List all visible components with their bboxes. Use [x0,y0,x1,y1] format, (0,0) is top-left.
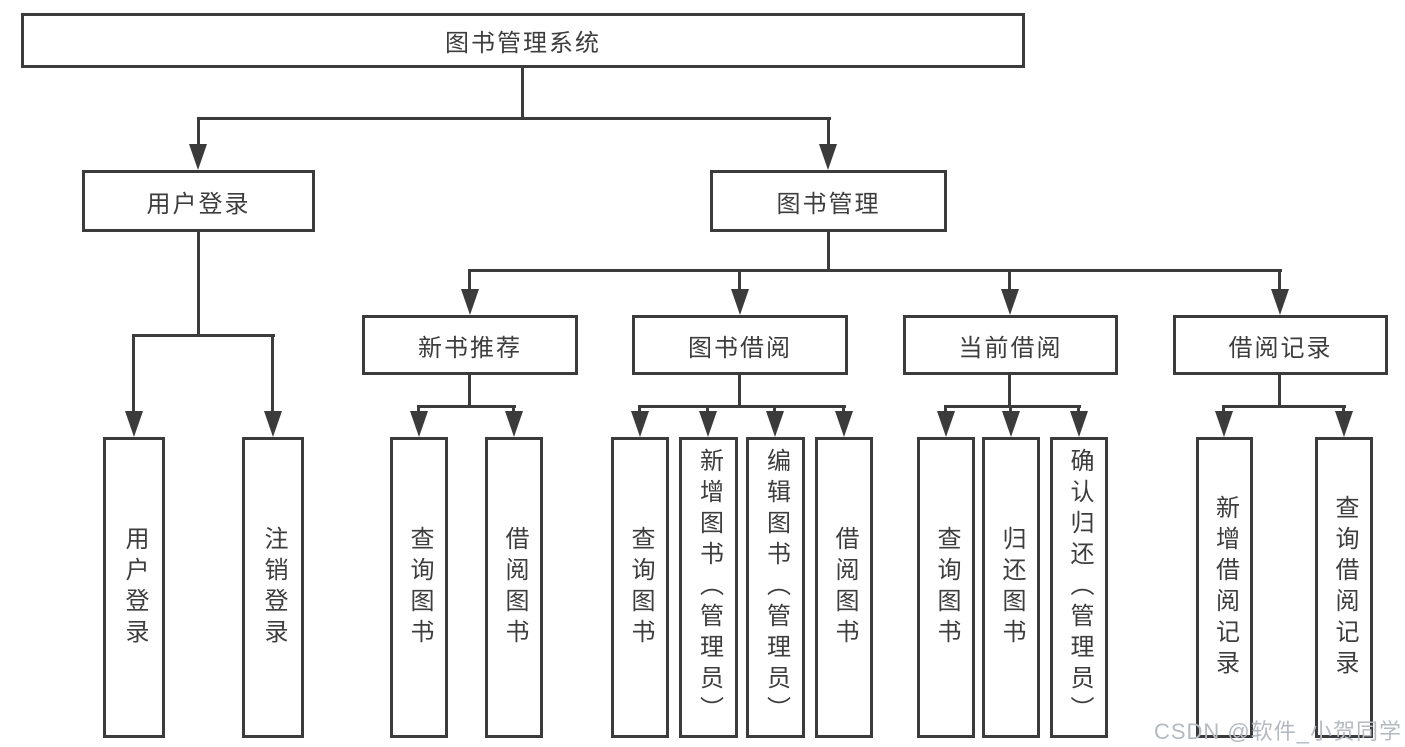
connector-line [417,405,516,408]
arrow-down-icon [125,411,143,437]
leaf-bw-query-books: 查询图书 [611,437,669,738]
leaf-bw-borrow-books: 借阅图书 [815,437,873,738]
node-user-login: 用户登录 [82,170,315,232]
arrow-down-icon [189,144,207,170]
leaf-rec-query-record: 查询借阅记录 [1315,437,1373,738]
leaf-user-login: 用户登录 [103,437,165,738]
connector-line [638,407,641,413]
connector-line [738,271,741,291]
connector-line [1077,407,1080,413]
connector-line [638,405,846,408]
arrow-down-icon [819,144,837,170]
arrow-down-icon [766,411,784,437]
connector-line [1008,271,1011,291]
node-system-root: 图书管理系统 [21,13,1025,68]
arrow-down-icon [410,411,428,437]
arrow-down-icon [937,411,955,437]
leaf-rec-add-record: 新增借阅记录 [1196,437,1253,738]
arrow-down-icon [461,289,479,315]
connector-line [738,375,741,408]
csdn-watermark: CSDN @软件_小贺同学 [1153,719,1402,744]
leaf-cur-return-books: 归还图书 [982,437,1040,738]
connector-line [197,232,200,336]
connector-line [1342,407,1345,413]
connector-line [842,407,845,413]
arrow-down-icon [1001,289,1019,315]
connector-line [1008,375,1011,408]
arrow-down-icon [1271,289,1289,315]
arrow-down-icon [505,411,523,437]
leaf-logout: 注销登录 [242,437,304,738]
connector-line [132,334,275,337]
connector-line [1009,407,1012,413]
connector-line [512,407,515,413]
connector-line [468,375,471,408]
connector-line [827,232,830,272]
arrow-down-icon [1335,411,1353,437]
connector-line [827,118,830,146]
connector-line [706,407,709,413]
connector-line [1222,407,1225,413]
leaf-nb-query-books: 查询图书 [390,437,448,738]
connector-line [773,407,776,413]
node-current-borrow: 当前借阅 [903,315,1118,375]
connector-line [271,336,274,412]
arrow-down-icon [699,411,717,437]
arrow-down-icon [1002,411,1020,437]
connector-line [468,271,471,291]
arrow-down-icon [731,289,749,315]
connector-line [197,117,831,120]
connector-line [1222,405,1346,408]
connector-line [1278,271,1281,291]
node-new-book-recommend: 新书推荐 [362,315,578,375]
node-borrow-records: 借阅记录 [1173,315,1388,375]
leaf-cur-query-books: 查询图书 [917,437,975,738]
connector-line [1278,375,1281,408]
arrow-down-icon [264,411,282,437]
leaf-bw-edit-books-admin: 编辑图书（管理员） [746,437,805,738]
arrow-down-icon [1215,411,1233,437]
connector-line [417,407,420,413]
node-book-borrow: 图书借阅 [632,315,848,375]
arrow-down-icon [631,411,649,437]
leaf-bw-add-books-admin: 新增图书（管理员） [679,437,738,738]
node-book-management: 图书管理 [710,170,947,232]
connector-line [944,407,947,413]
connector-line [944,405,1081,408]
connector-line [468,269,1282,272]
leaf-nb-borrow-books: 借阅图书 [485,437,543,738]
arrow-down-icon [835,411,853,437]
connector-line [197,118,200,146]
leaf-cur-confirm-return-admin: 确认归还（管理员） [1050,437,1108,738]
arrow-down-icon [1070,411,1088,437]
connector-line [132,336,135,412]
connector-line [521,68,524,118]
